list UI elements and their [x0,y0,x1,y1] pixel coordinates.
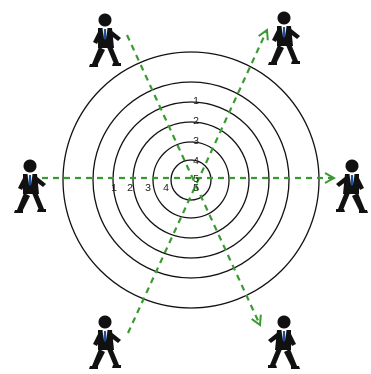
person-bottom-left [89,316,121,370]
person-right [336,160,368,214]
ring-2 [93,82,289,278]
ring-5 [153,142,229,218]
businessman-icon [336,160,368,214]
ring-4 [133,122,249,238]
ring-label: 3 [193,135,199,147]
concentric-rings [63,52,319,308]
ring-3 [113,102,269,258]
businessman-icon [14,160,46,214]
ring-label: 4 [163,182,169,194]
ring-label: 5 [193,182,199,194]
ring-label: 2 [193,115,199,127]
businessman-icon [268,12,300,66]
person-top-right [268,12,300,66]
ring-6 [171,160,211,200]
ring-label: 3 [145,182,151,194]
ring-1 [63,52,319,308]
ring-labels-vertical: 1 2 3 4 5 [193,95,199,185]
ring-label: 4 [193,155,199,167]
businessman-icon [89,316,121,370]
ring-label: 1 [111,182,117,194]
person-left [14,160,46,214]
ring-label: 2 [127,182,133,194]
person-bottom-right [268,316,300,370]
ring-label: 1 [193,95,199,107]
businessman-icon [268,316,300,370]
businessman-icon [89,14,121,68]
person-top-left [89,14,121,68]
